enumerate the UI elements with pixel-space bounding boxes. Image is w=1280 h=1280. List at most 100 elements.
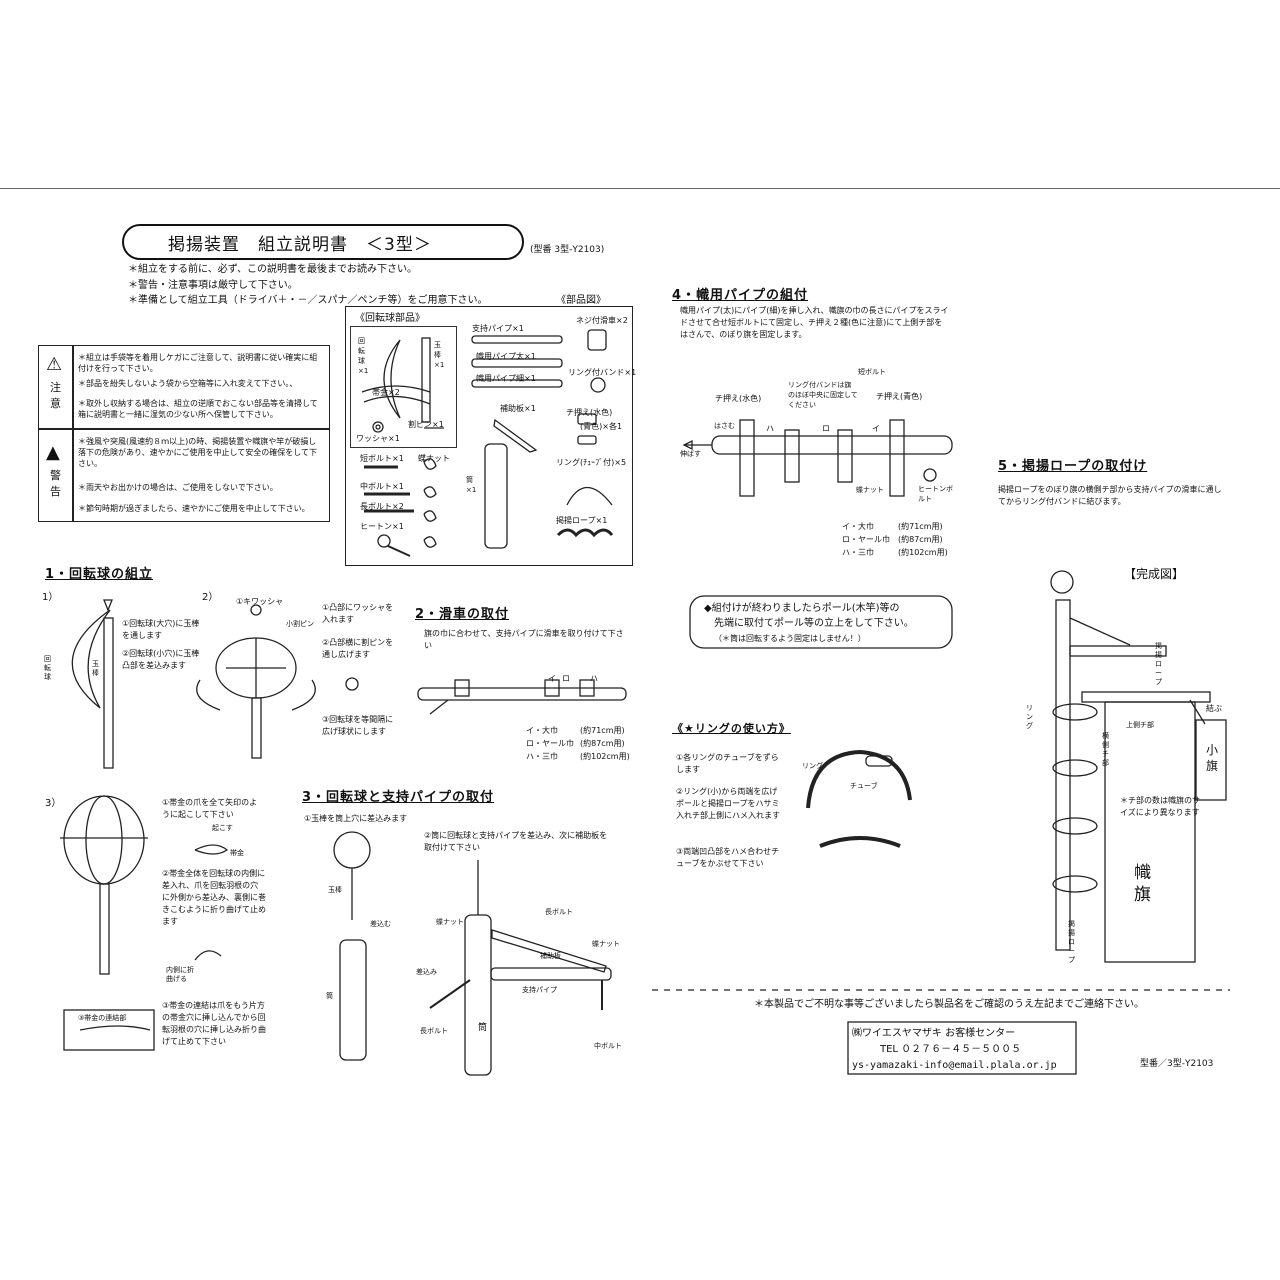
parts-warpin: 割ピン×1 <box>408 420 444 429</box>
s1-full-rod <box>99 883 110 975</box>
intro-2: ＊警告・注意事項は厳守して下さい。 <box>128 280 298 291</box>
s4-text: 幟用パイプ(太)にパイプ(細)を挿し入れ、幟旗の巾の長さにパイプをスライドさせて… <box>680 306 949 339</box>
ring-label: リング <box>802 762 823 770</box>
s2-pulley-i <box>454 679 470 697</box>
complete-nobori-flag <box>1104 701 1196 963</box>
washer-hole <box>375 424 381 430</box>
washer-part <box>372 421 384 433</box>
s4-pipe <box>711 435 953 455</box>
s4-hasamu: はさむ <box>714 422 735 430</box>
s1-num-2: 2） <box>202 592 219 603</box>
complete-yokogawa: 横側チ部 <box>1102 732 1109 767</box>
section-2-heading: 2・滑車の取付 <box>415 607 510 622</box>
parts-obigane: 帯金×2 <box>372 388 400 397</box>
s4-ro-v: (約87cm用) <box>898 535 943 544</box>
ring-tube <box>865 755 893 767</box>
warning-item-1: ＊強風や突風(風速約８ｍ以上)の時、掲揚装置や幟旗や竿が破損し落下の危険があり、… <box>78 437 318 468</box>
complete-note: ＊チ部の数は幟旗のサイズにより異なります <box>1120 796 1200 817</box>
s2-mark-i: イ <box>548 674 556 683</box>
s3-sashikomu: 差込む <box>370 920 391 928</box>
tube-label: チューブ <box>850 782 878 790</box>
shiji-pipe-part <box>471 335 563 344</box>
s1-tamabo-side: 玉棒 <box>92 660 99 677</box>
s3-naga-bolt2: 長ボルト <box>420 1027 448 1035</box>
warning-label: 警告 <box>50 469 61 498</box>
parts-chiosae2: (青色)×各1 <box>580 422 623 431</box>
footer-contact: ＊本製品でご不明な事等ございましたら製品名をご確認のうえ左記までご連絡下さい。 <box>754 999 1144 1010</box>
footer-company: ㈱ワイエスヤマザキ お客様センター <box>852 1028 1016 1039</box>
s1-step2-a: ①凸部にワッシャを入れます <box>322 603 394 624</box>
s4-choh-nut: 蝶ナット <box>856 486 884 494</box>
parts-heading: 《部品図》 <box>556 295 606 306</box>
s1-washer-label: ①キワッシャ <box>236 597 284 606</box>
s1-step2-c: ③回転球を等間隔に広げ球状にします <box>322 715 394 736</box>
obigane-part-1 <box>361 385 431 393</box>
s2-support-pipe <box>417 687 627 701</box>
footer-tel: TEL ０２７６－４５－５００５ <box>880 1044 1022 1055</box>
s1-num-1: 1） <box>42 592 59 603</box>
ring-step-3: ③両端凹凸部をハメ合わせチューブをかぶせて下さい <box>676 847 780 868</box>
nobori-pipe-thick-part <box>471 358 563 368</box>
s1-step2-b: ②凸部横に割ピンを通し広げます <box>322 638 394 659</box>
s1-pin-detail <box>345 677 359 691</box>
s1-step3-b: ②帯金全体を回転球の内側に差入れ、爪を回転羽根の穴に外側から差込み、裏側に巻きこ… <box>162 869 266 926</box>
s1-step3-c: ③帯金の連結は爪をもう片方の帯金穴に挿し込んでから回転羽根の穴に挿し込み折り曲げ… <box>162 1001 266 1046</box>
s3-tamabo: 玉棒 <box>328 886 342 894</box>
section-5-heading: 5・掲揚ロープの取付け <box>998 459 1148 474</box>
parts-ring-band: リング付バンド×1 <box>568 368 637 377</box>
s1-step1-a: ①回転球(大穴)に玉棒を通します <box>122 619 200 640</box>
s2-pulley-ha <box>579 679 595 697</box>
warning-item-3: ＊節句時期が過ぎましたら、速やかにご使用を中止して下さい。 <box>78 504 310 513</box>
parts-chiosae: チ押え(水色) <box>566 408 613 417</box>
chiosae-part-1 <box>577 413 597 425</box>
hiton-part <box>377 534 391 548</box>
complete-kobata <box>1195 719 1227 801</box>
intro-1: ＊組立をする前に、必ず、この説明書を最後までお読み下さい。 <box>128 264 417 275</box>
s4-mark-i: イ <box>872 424 880 433</box>
company-box <box>847 1021 1077 1075</box>
s1-renketsu: ③帯金の連結部 <box>78 1014 127 1022</box>
caution-warning-box <box>38 345 330 522</box>
s1-full-sphere-inner <box>85 795 123 885</box>
parts-frame <box>345 306 633 566</box>
s1-right-hand <box>291 679 316 711</box>
wing-nut-3 <box>423 510 437 522</box>
s2-ro-v: (約87cm用) <box>580 739 625 748</box>
s3-tsutsu: 筒 <box>326 992 333 1000</box>
parts-washer: ワッシャ×1 <box>356 434 400 443</box>
parts-kaitenkyu: 回転球×1 <box>358 337 369 375</box>
nobori-pipe-thin-part <box>471 379 563 388</box>
s4-hiton: ヒートンボルト <box>918 485 953 503</box>
s4-ha-v: (約102cm用) <box>898 548 948 557</box>
s2-mark-ro: ロ <box>562 674 570 683</box>
complete-support-pipe <box>1069 645 1167 657</box>
wing-nut-2 <box>423 486 437 498</box>
s3-tsutsu <box>339 939 367 1061</box>
ring-band-part <box>590 377 606 393</box>
complete-heading: 【完成図】 <box>1124 567 1185 581</box>
s3-tsutsu-big: 筒 <box>478 1023 488 1033</box>
s3-ball <box>333 831 371 869</box>
s1-obigane-lbl: 帯金 <box>230 849 244 857</box>
s2-ro: ロ・ヤール巾 <box>526 739 574 748</box>
ring-closed <box>819 836 901 848</box>
s3-choh-nut: 蝶ナット <box>436 918 464 926</box>
s4-clip-4 <box>889 419 905 497</box>
section-3-heading: 3・回転球と支持パイプの取付 <box>302 790 495 805</box>
s1-bend-detail <box>194 950 222 961</box>
intro-3: ＊準備として組立工具（ドライバ＋・－／スパナ／ペンチ等）をご用意下さい。 <box>128 295 488 306</box>
parts-ring-tube: リング(ﾁｭｰﾌﾞ付)×5 <box>556 458 627 467</box>
s1-kowaripin: 小割ピン <box>286 620 314 628</box>
s4-ha: ハ・三巾 <box>842 548 874 557</box>
parts-neji-kassha: ネジ付滑車×2 <box>576 316 628 325</box>
model-note: (型番 3型-Y2103) <box>530 245 605 255</box>
footer-email: ys-yamazaki-info@email.plala.or.jp <box>852 1060 1057 1071</box>
complete-ring-4 <box>1052 875 1098 893</box>
s2-pulley-ro <box>544 679 560 697</box>
s4-nobasu: 伸ばす <box>680 450 701 458</box>
page-title: 掲揚装置 組立説明書 ＜3型＞ <box>168 235 432 255</box>
complete-ball <box>1050 570 1074 594</box>
notice-line-3: （＊筒は回転するよう固定はしません！） <box>714 634 866 643</box>
caution-label: 注意 <box>50 381 61 410</box>
